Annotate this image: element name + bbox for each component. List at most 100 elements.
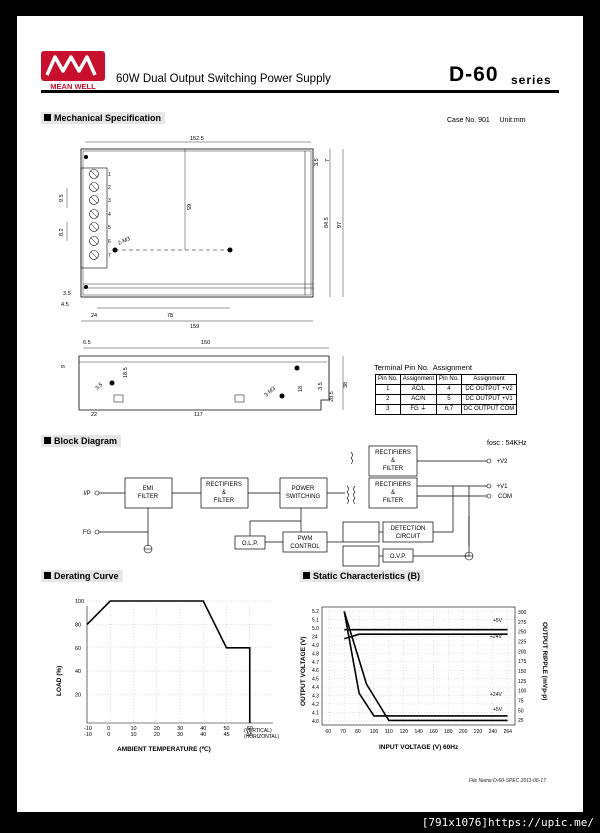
label-vertical: (VERTICAL) bbox=[244, 728, 272, 734]
x-tick-label: 20 bbox=[154, 726, 160, 732]
out-v1-label: +V1 bbox=[497, 484, 509, 490]
series-label: +5V bbox=[493, 707, 503, 713]
dim-text: 78 bbox=[167, 313, 173, 319]
left-tick-label: 5.0 bbox=[312, 626, 319, 632]
x-tick-label: 240 bbox=[489, 729, 498, 735]
transformer-icon bbox=[346, 451, 356, 505]
right-tick-label: 300 bbox=[518, 610, 527, 616]
left-tick-label: 4.1 bbox=[312, 710, 319, 716]
x-tick-label: 220 bbox=[474, 729, 483, 735]
dim-text: 3.5 bbox=[318, 382, 324, 390]
terminal-number: 4 bbox=[108, 212, 111, 218]
dim-text: 22 bbox=[91, 412, 97, 416]
x-tick-label: 50 bbox=[224, 726, 230, 732]
left-tick-label: 4.2 bbox=[312, 702, 319, 708]
x-tick-label: 160 bbox=[429, 729, 438, 735]
terminal-number: 6 bbox=[108, 239, 111, 245]
y-tick-label: 20 bbox=[75, 693, 81, 699]
y-tick-label: 40 bbox=[75, 669, 81, 675]
dim-text: 28.5 bbox=[329, 391, 335, 402]
mean-well-logo: MEAN WELL bbox=[41, 51, 105, 103]
rect-v1-label: & bbox=[391, 490, 395, 496]
dim-text: 3.5 bbox=[94, 382, 104, 392]
out-v2-label: +V2 bbox=[497, 459, 509, 465]
x-tick-label: 180 bbox=[444, 729, 453, 735]
left-tick-label: 24 bbox=[312, 635, 318, 641]
pin-assignment-table: Pin No. Assignment Pin No. Assignment 1 … bbox=[375, 374, 518, 415]
dim-text: 2-M3 bbox=[117, 236, 131, 247]
right-tick-label: 225 bbox=[518, 639, 527, 645]
right-tick-label: 250 bbox=[518, 630, 527, 636]
side-view-outline bbox=[78, 355, 330, 411]
x-tick-label: 20 bbox=[154, 732, 160, 738]
terminal-number: 7 bbox=[108, 253, 111, 259]
model-number: D-60 bbox=[449, 63, 499, 86]
dim-text: 65 bbox=[185, 204, 191, 210]
mw-icon bbox=[45, 55, 97, 76]
mechanical-drawing: 152.5 65 3.5 7 84.5 97 9.5 8.2 2-M3 4.5 … bbox=[59, 136, 349, 416]
dim-text: 150 bbox=[201, 340, 210, 346]
dim-text: 4.5 bbox=[61, 302, 69, 308]
dim-text: 117 bbox=[194, 412, 203, 416]
x-tick-label: 110 bbox=[385, 729, 393, 735]
dim-text: 3.5 bbox=[63, 291, 71, 297]
x-tick-label: 200 bbox=[459, 729, 468, 735]
x-tick-label: 10 bbox=[131, 726, 137, 732]
x-tick-label: 0 bbox=[107, 732, 110, 738]
left-tick-label: 4.4 bbox=[312, 685, 319, 691]
x-tick-label: 0 bbox=[107, 726, 110, 732]
out-com-label: COM bbox=[498, 494, 512, 500]
ovp-box bbox=[382, 548, 414, 563]
olp-label: O.L.P. bbox=[242, 541, 259, 547]
x-tick-label: 80 bbox=[355, 729, 361, 735]
terminal-number: 5 bbox=[108, 225, 111, 231]
pin-table-title: Terminal Pin No. Assignment bbox=[374, 363, 472, 372]
terminal-number: 2 bbox=[108, 185, 111, 191]
series-label: +24V bbox=[490, 692, 502, 698]
table-row: 3 FG ⏚ 6,7 DC OUTPUT COM bbox=[375, 404, 518, 415]
dim-text: 24 bbox=[91, 313, 97, 319]
left-tick-label: 4.7 bbox=[312, 660, 319, 666]
static-xlabel: INPUT VOLTAGE (V) 60Hz bbox=[379, 744, 459, 751]
x-tick-label: 140 bbox=[415, 729, 424, 735]
dim-text: 38 bbox=[343, 382, 349, 388]
x-tick-label: -10 bbox=[84, 726, 92, 732]
right-tick-label: 175 bbox=[518, 659, 527, 665]
x-tick-label: 264 bbox=[504, 729, 513, 735]
power-label: POWER bbox=[292, 486, 315, 492]
x-tick-label: 40 bbox=[200, 726, 206, 732]
cell: FG ⏚ bbox=[399, 404, 438, 415]
dim-text: 7 bbox=[325, 159, 331, 162]
left-tick-label: 5.1 bbox=[312, 618, 319, 624]
dim-text: 152.5 bbox=[190, 136, 204, 142]
derating-xlabel: AMBIENT TEMPERATURE (℃) bbox=[117, 745, 211, 753]
right-tick-label: 100 bbox=[518, 689, 527, 695]
file-name-footer: File Name:D-60-SPEC 2011-06-17 bbox=[469, 778, 546, 784]
series-label: +5V bbox=[493, 618, 503, 624]
left-tick-label: 5.2 bbox=[312, 609, 319, 615]
static-ylabel-left: OUTPUT VOLTAGE (V) bbox=[300, 637, 307, 706]
terminal-number: 3 bbox=[108, 198, 111, 204]
dim-text: 6.5 bbox=[83, 340, 91, 346]
case-info: Case No. 901 Unit:mm bbox=[447, 117, 526, 124]
dim-text: 84.5 bbox=[324, 217, 330, 228]
right-tick-label: 25 bbox=[518, 718, 524, 724]
section-mechanical: Mechanical Specification bbox=[41, 112, 166, 124]
left-tick-label: 4.3 bbox=[312, 694, 319, 700]
dim-text: 3.5 bbox=[314, 158, 320, 166]
x-tick-label: 70 bbox=[340, 729, 346, 735]
left-tick-label: 4.5 bbox=[312, 677, 319, 683]
static-series-line bbox=[343, 611, 508, 722]
ip-terminal bbox=[94, 490, 100, 496]
pwm-label: PWM bbox=[298, 536, 313, 542]
series-label: +24V bbox=[490, 634, 502, 640]
pwm-label: CONTROL bbox=[290, 544, 320, 550]
x-tick-label: 10 bbox=[131, 732, 137, 738]
right-tick-label: 150 bbox=[518, 669, 527, 675]
right-tick-label: 275 bbox=[518, 620, 527, 626]
logo-mark bbox=[41, 51, 105, 81]
rectifiers-v1-box bbox=[368, 477, 418, 509]
left-tick-label: 4.0 bbox=[312, 719, 319, 725]
dim-text: 159 bbox=[190, 324, 199, 330]
